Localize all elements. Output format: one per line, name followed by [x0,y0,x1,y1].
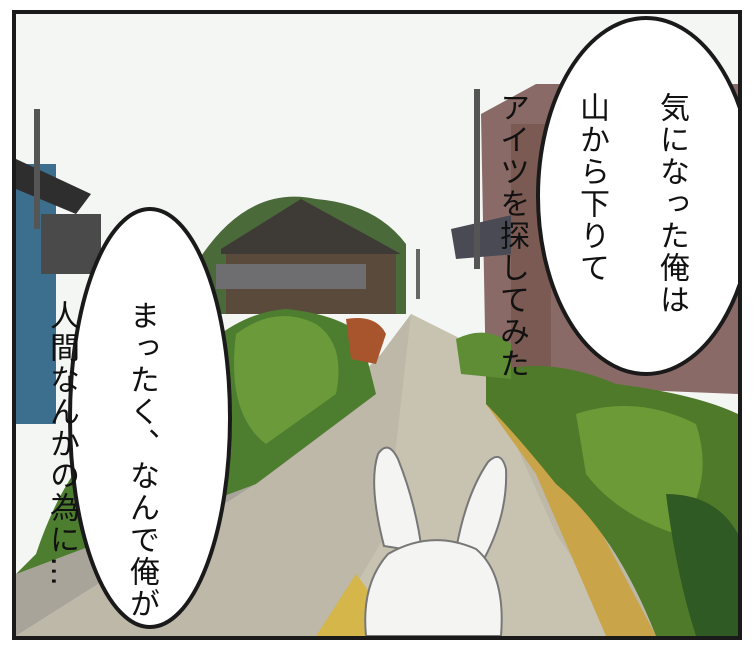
speech-left-line-2: 人間なんかの為に… [44,300,79,589]
speech-left-line-1: まったく、なんで俺が [124,300,159,621]
speech-bubble-right [536,16,738,376]
utility-pole-left [34,109,40,229]
road-dry-leaves-right [486,404,656,636]
rabbit-character [364,446,508,636]
hedge-right-dark [666,494,738,636]
speech-right-line-1: 気になった俺は [654,92,689,317]
speech-text-left: まったく、なんで俺が 人間なんかの為に… [44,254,201,620]
house-roof-center [221,199,401,254]
hedge-right-far [456,332,511,379]
utility-pole-right [474,89,480,269]
speech-right-line-2: 山から下りて [574,92,609,285]
hedge-left-highlight [234,316,339,444]
speech-right-line-3: アイツを探してみた [494,92,529,381]
speech-bubble-left [68,207,232,629]
house-right-roof [451,214,516,259]
rabbit-ear-left [373,446,424,554]
speech-text-right: 気になった俺は 山から下りて アイツを探してみた [494,46,731,380]
rabbit-head [364,539,503,636]
house-lower-roof-center [216,264,366,289]
house-left-back [41,214,101,274]
rabbit-ear-right [454,455,508,561]
hedge-left-red [346,318,386,364]
utility-pole-far [416,249,420,299]
comic-panel: 気になった俺は 山から下りて アイツを探してみた まったく、なんで俺が 人間なん… [12,10,742,640]
